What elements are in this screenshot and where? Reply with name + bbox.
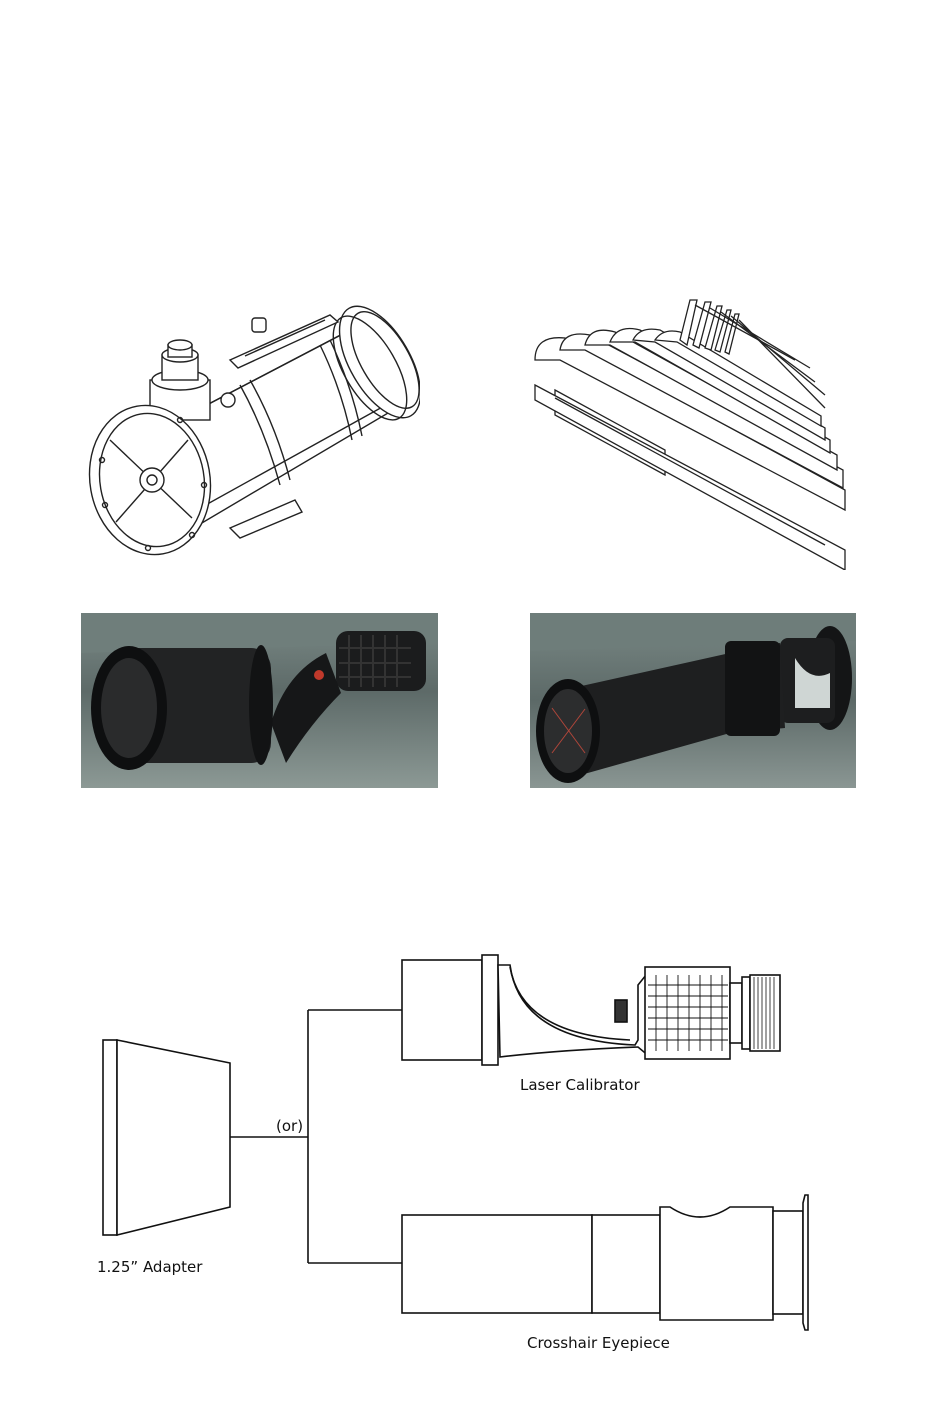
accessory-diagram xyxy=(90,945,820,1340)
or-label: (or) xyxy=(276,1117,303,1135)
hex-key-set-illustration xyxy=(525,290,855,570)
telescope-illustration xyxy=(80,290,420,560)
adapter-label: 1.25” Adapter xyxy=(97,1258,202,1276)
crosshair-eyepiece-label: Crosshair Eyepiece xyxy=(527,1334,670,1352)
laser-calibrator-label: Laser Calibrator xyxy=(520,1076,640,1094)
laser-calibrator-drawing xyxy=(402,955,780,1065)
crosshair-eyepiece-photo xyxy=(530,613,856,788)
crosshair-eyepiece-drawing xyxy=(402,1195,808,1330)
adapter-drawing xyxy=(103,1040,230,1235)
laser-calibrator-photo xyxy=(81,613,438,788)
